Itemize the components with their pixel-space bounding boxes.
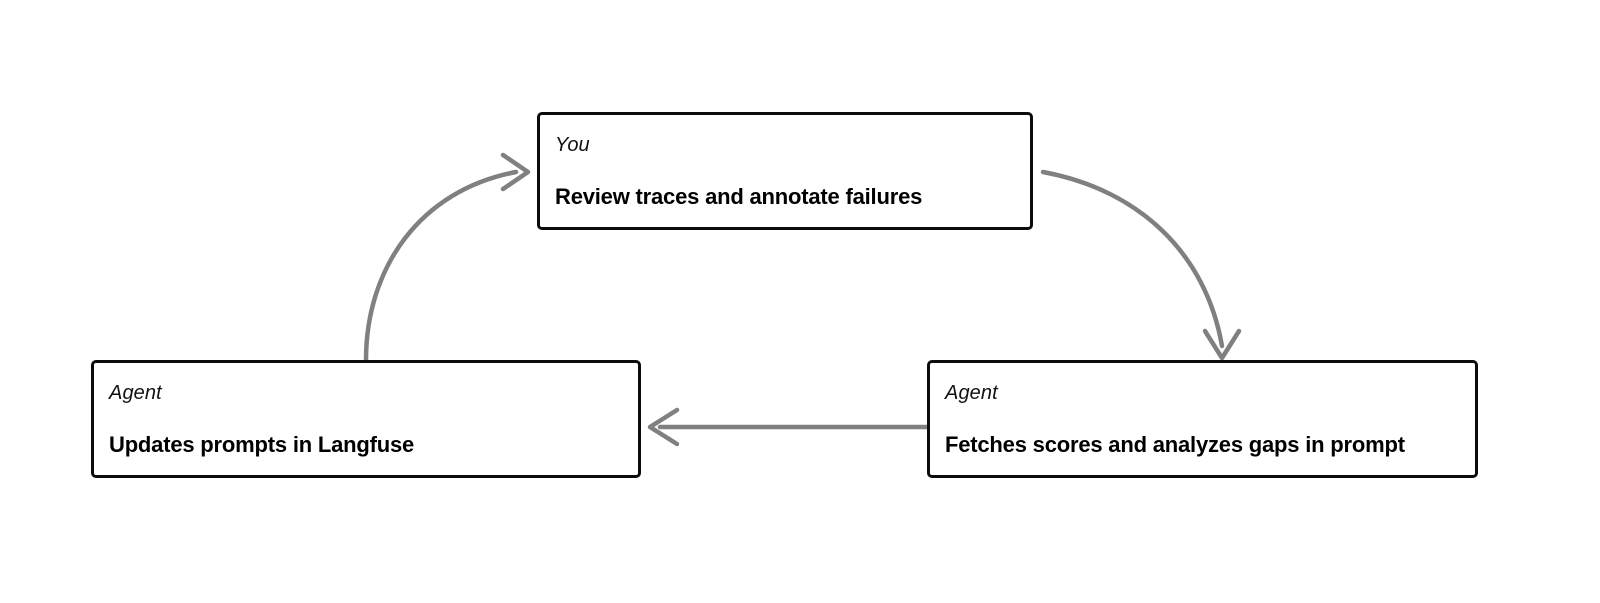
node-role-label: You: [555, 134, 590, 156]
edge-fetches-to-updates-arrowhead: [647, 407, 680, 447]
node-agent-fetches-scores[interactable]: Agent Fetches scores and analyzes gaps i…: [927, 360, 1478, 478]
edge-updates-to-you-line: [363, 169, 519, 363]
node-title-label: Updates prompts in Langfuse: [109, 432, 415, 457]
edge-you-to-fetches: [1040, 169, 1242, 361]
node-you-review-traces[interactable]: You Review traces and annotate failures: [537, 112, 1033, 230]
node-title-label: Fetches scores and analyzes gaps in prom…: [945, 432, 1405, 457]
edge-you-to-fetches-line: [1040, 169, 1225, 349]
node-title-label: Review traces and annotate failures: [555, 184, 923, 209]
edge-fetches-to-updates: [647, 407, 941, 447]
edge-you-to-fetches-arrowhead: [1202, 328, 1242, 361]
node-role-label: Agent: [945, 382, 998, 404]
edge-updates-to-you-arrowhead: [500, 152, 531, 192]
node-agent-updates-prompts[interactable]: Agent Updates prompts in Langfuse: [91, 360, 641, 478]
edge-updates-to-you: [363, 152, 531, 363]
node-role-label: Agent: [109, 382, 162, 404]
